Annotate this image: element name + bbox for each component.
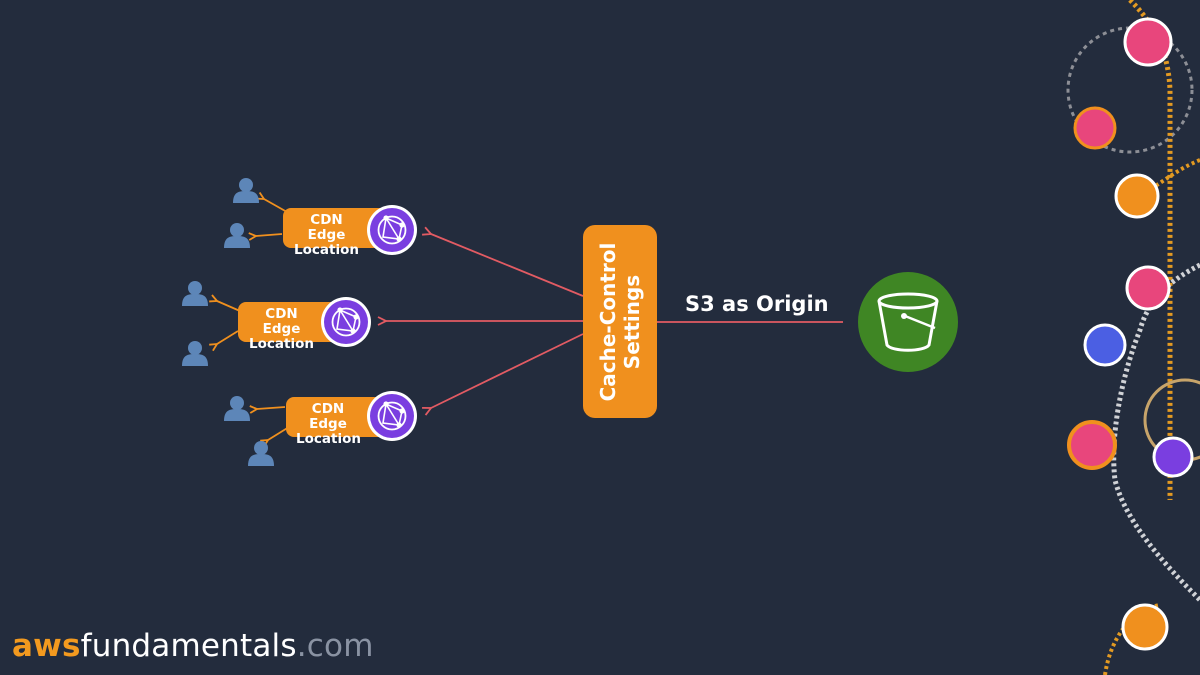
cloudfront-globe-icon xyxy=(320,296,372,348)
s3-bucket-icon xyxy=(858,272,958,372)
arrow-to-user xyxy=(264,199,288,213)
arrow-to-edge-1 xyxy=(431,234,584,297)
cache-control-text: Cache-Control Settings xyxy=(596,242,644,401)
arrow-to-user xyxy=(268,426,290,440)
cache-control-box: Cache-Control Settings xyxy=(583,225,657,418)
arrow-to-user xyxy=(256,234,283,236)
origin-label: S3 as Origin xyxy=(685,292,829,316)
decorative-network xyxy=(1066,0,1200,675)
cloudfront-globe-icon xyxy=(366,390,418,442)
brand-part-fundamentals: fundamentals xyxy=(80,628,297,664)
brand-logo[interactable]: awsfundamentals.com xyxy=(12,628,374,664)
arrow-to-user xyxy=(257,407,286,409)
brand-part-aws: aws xyxy=(12,628,81,664)
arrow-to-user xyxy=(217,301,241,312)
arrow-to-user xyxy=(217,330,239,344)
brand-part-com: .com xyxy=(296,628,374,664)
arrow-to-edge-3 xyxy=(431,333,584,408)
cloudfront-globe-icon xyxy=(366,204,418,256)
